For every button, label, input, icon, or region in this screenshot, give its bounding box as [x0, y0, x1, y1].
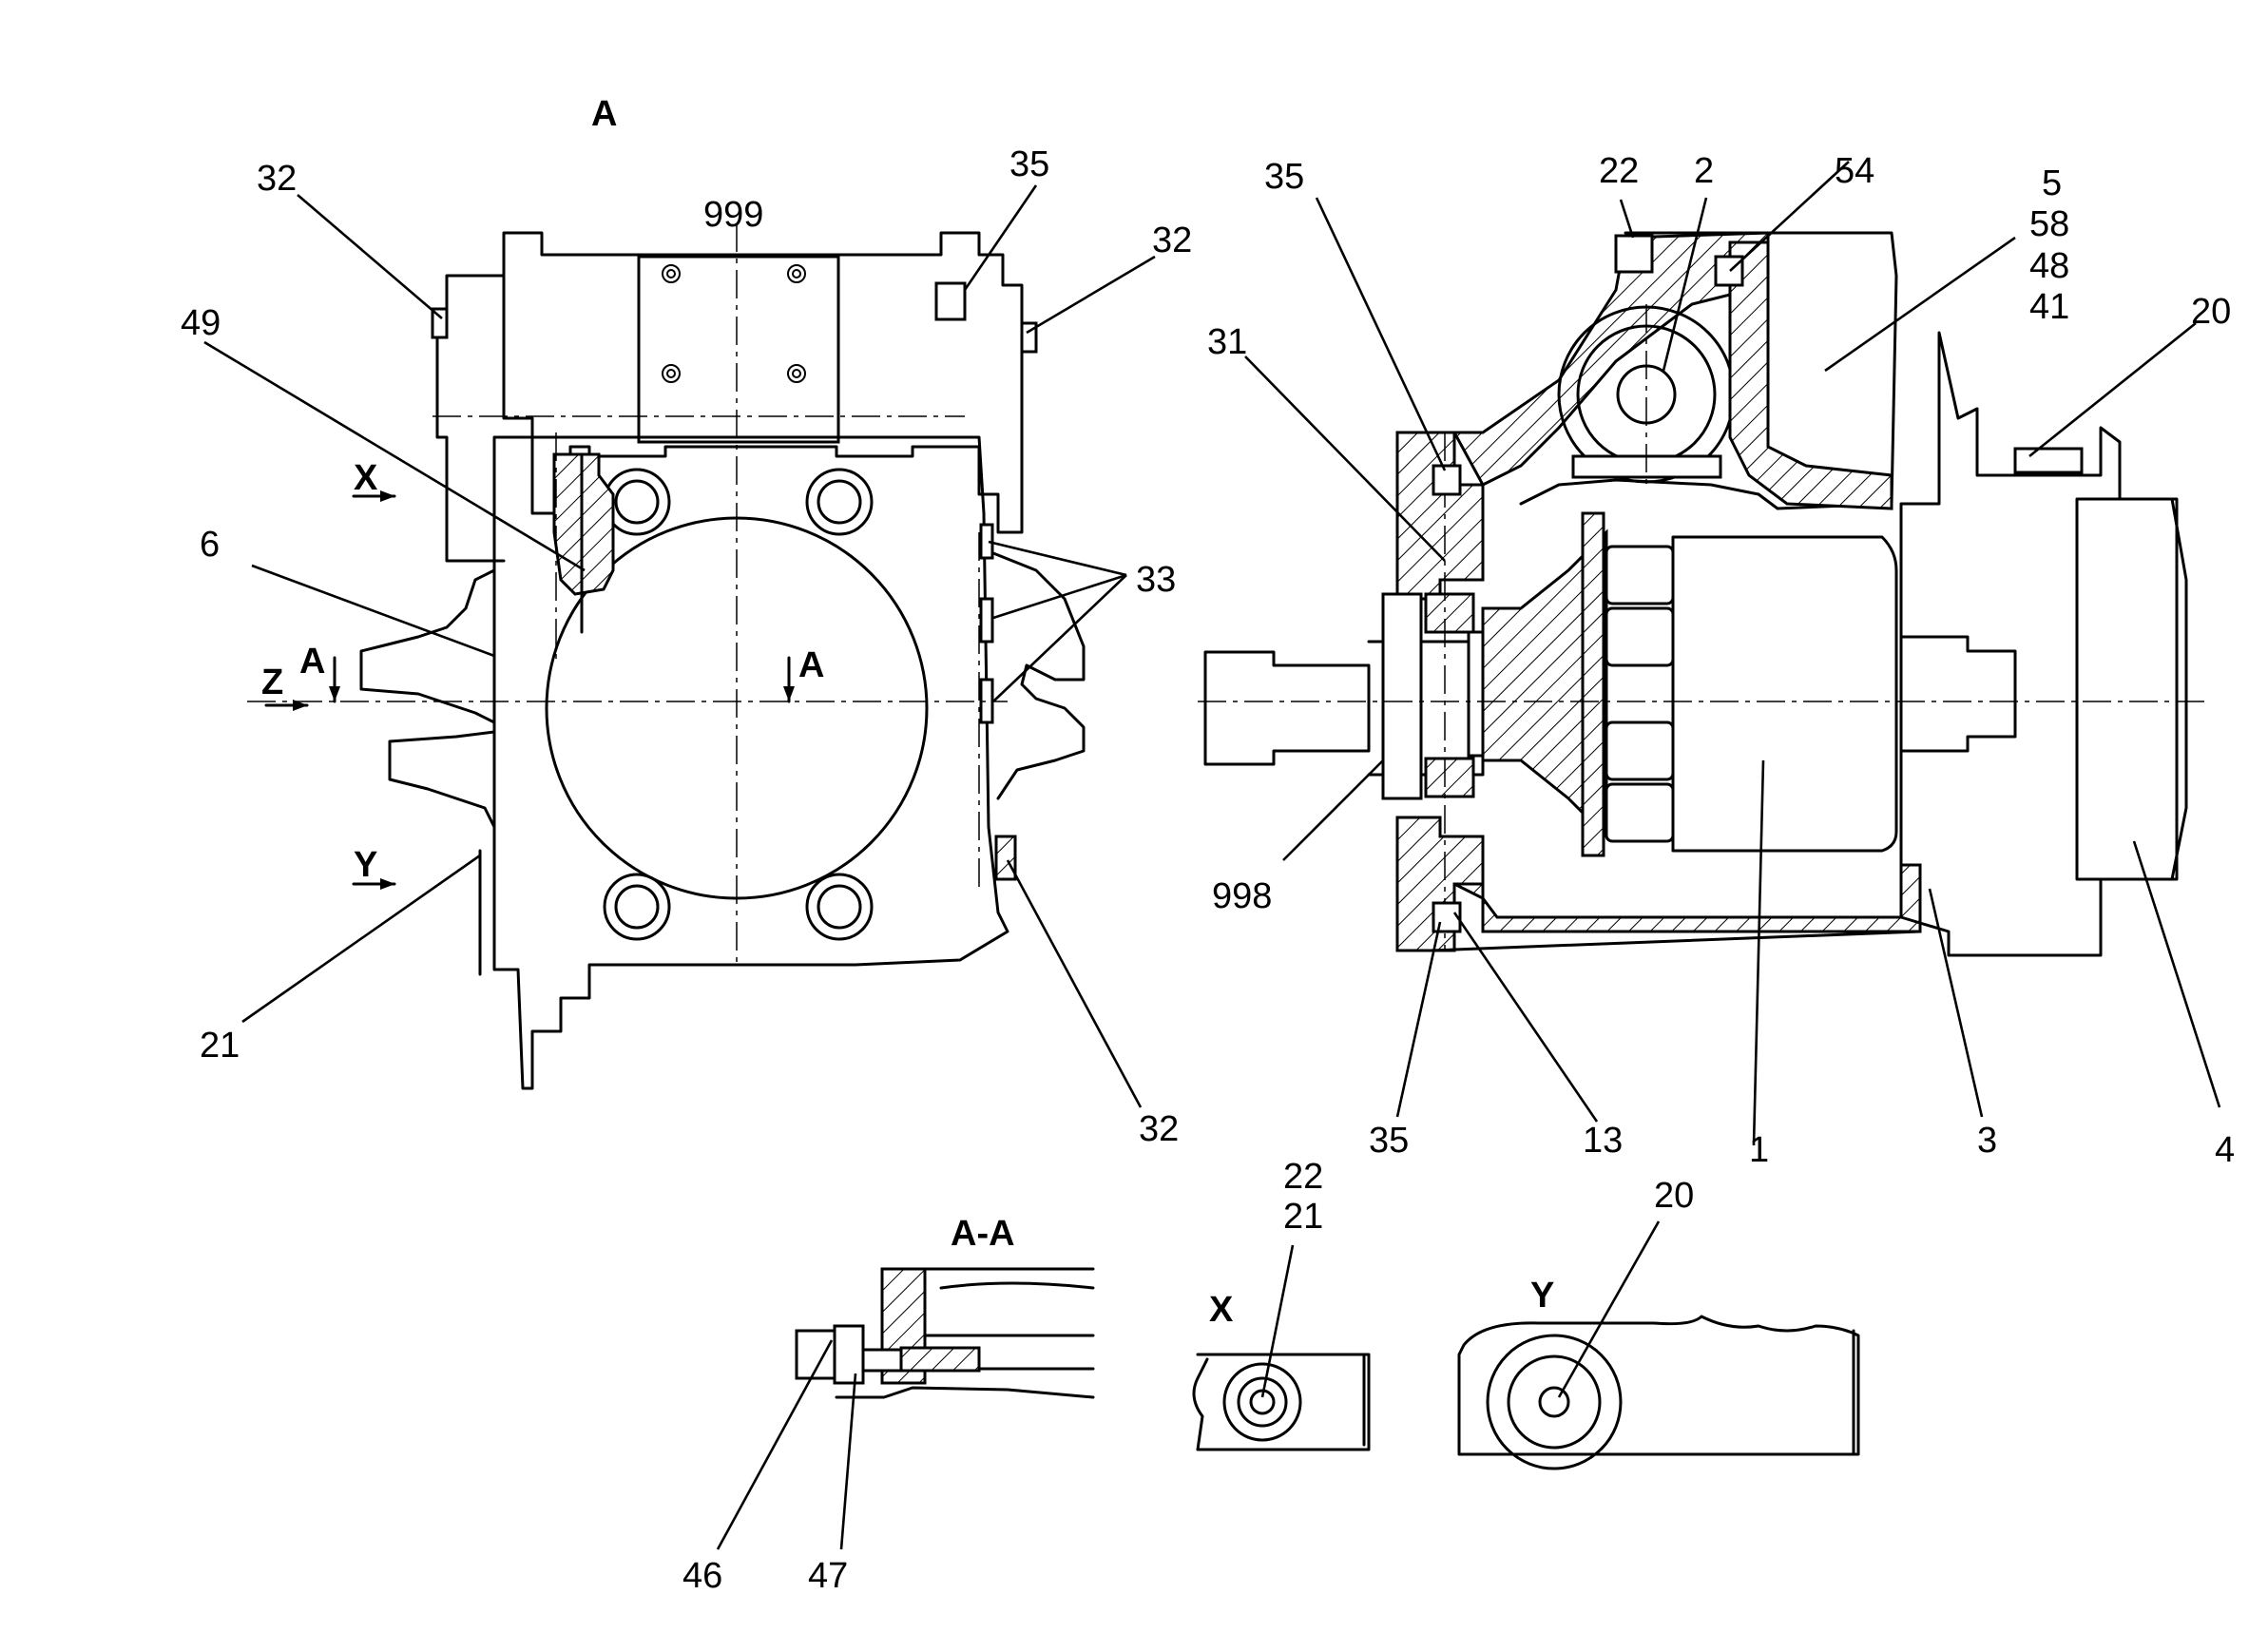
- callout-1: 1: [1749, 1130, 1769, 1170]
- view-title-x: X: [1209, 1290, 1234, 1330]
- callout-4: 4: [2215, 1130, 2235, 1170]
- valve-plate-999: [637, 255, 840, 444]
- plug-33-a: [979, 523, 994, 560]
- callout-32-top-left: 32: [257, 159, 297, 199]
- leader-lines: [203, 161, 2221, 1550]
- callout-21-detail: 21: [1283, 1197, 1323, 1237]
- callout-48: 48: [2029, 246, 2069, 286]
- callout-20-detail: 20: [1654, 1176, 1694, 1216]
- plug-35-lower: [1432, 901, 1462, 933]
- view-title-a: A: [591, 94, 617, 134]
- callout-32-bottom-right: 32: [1139, 1109, 1179, 1149]
- callout-46: 46: [682, 1556, 722, 1596]
- callout-3: 3: [1977, 1121, 1997, 1161]
- detail-x: [1192, 1353, 1371, 1451]
- callout-35-upper: 35: [1264, 157, 1304, 197]
- valve-disc: [1581, 511, 1605, 857]
- callout-22-detail: 22: [1283, 1157, 1323, 1197]
- end-cover-4: [2075, 497, 2188, 881]
- callout-998: 998: [1212, 876, 1272, 916]
- plug-54: [1714, 255, 1744, 287]
- rear-shaft: [1899, 635, 2017, 753]
- upper-housing-outline: [1519, 231, 1898, 510]
- view-titles: A A-A X Y: [591, 94, 1554, 1330]
- main-body-outline: [492, 435, 1009, 1090]
- bolt-bosses: [603, 468, 874, 941]
- callout-6: 6: [200, 525, 220, 565]
- callout-54: 54: [1835, 151, 1874, 191]
- left-side-flange: [435, 274, 506, 563]
- callout-49: 49: [181, 303, 221, 343]
- callout-5: 5: [2042, 163, 2062, 203]
- right-port-boss: [987, 549, 1086, 800]
- callout-13: 13: [1583, 1121, 1623, 1161]
- callout-35-top: 35: [1009, 144, 1049, 184]
- section-a-a: [795, 1267, 1095, 1399]
- callout-22-top: 22: [1599, 151, 1639, 191]
- callout-33: 33: [1136, 560, 1176, 600]
- marker-y: Y: [354, 845, 377, 885]
- plug-32-top-left: [431, 307, 449, 339]
- plug-22: [1614, 234, 1654, 274]
- pistons: [1605, 545, 1675, 843]
- view-title-section-aa: A-A: [951, 1214, 1015, 1254]
- front-view-a: [247, 223, 1086, 1090]
- callout-32-top-right: 32: [1152, 221, 1192, 260]
- plug-35-upper: [1432, 464, 1462, 496]
- plug-33-b: [979, 597, 994, 644]
- callout-35-lower: 35: [1369, 1121, 1409, 1161]
- callout-20-top: 20: [2191, 292, 2231, 332]
- marker-z: Z: [261, 663, 283, 702]
- callout-41: 41: [2029, 287, 2069, 327]
- view-title-y: Y: [1530, 1276, 1554, 1316]
- port-y: [1486, 1334, 1623, 1470]
- washer-47: [833, 1324, 865, 1385]
- marker-a-left: A: [299, 642, 325, 682]
- callout-47: 47: [808, 1556, 848, 1596]
- bearing-998: [1381, 592, 1423, 800]
- detail-y: [1457, 1315, 1860, 1470]
- marker-a-right: A: [798, 645, 824, 685]
- plug-49: [552, 452, 615, 596]
- housing-lower: [1453, 863, 1922, 933]
- rear-housing: [1899, 331, 2179, 957]
- callout-999: 999: [703, 195, 763, 235]
- section-view: [1198, 231, 2205, 957]
- plug-35-top: [934, 281, 967, 321]
- callout-21-left: 21: [200, 1026, 240, 1066]
- left-port-boss-lower: [388, 730, 496, 829]
- drive-shaft: [1203, 650, 1371, 766]
- cylinder-block-1: [1671, 535, 1898, 853]
- marker-x: X: [354, 458, 378, 498]
- callout-58: 58: [2029, 204, 2069, 244]
- plug-20: [2013, 447, 2084, 474]
- plug-32-lower: [994, 835, 1017, 881]
- callout-2: 2: [1694, 151, 1714, 191]
- view-markers: X Y Z A A: [261, 458, 824, 885]
- left-port-boss: [359, 568, 496, 724]
- callout-labels: 32 999 35 32 49 6 33 21 32 35 22 2 54 5 …: [181, 144, 2235, 1596]
- housing-right-wall: [1728, 240, 1893, 510]
- port-x: [1222, 1362, 1302, 1442]
- callout-31: 31: [1207, 322, 1247, 362]
